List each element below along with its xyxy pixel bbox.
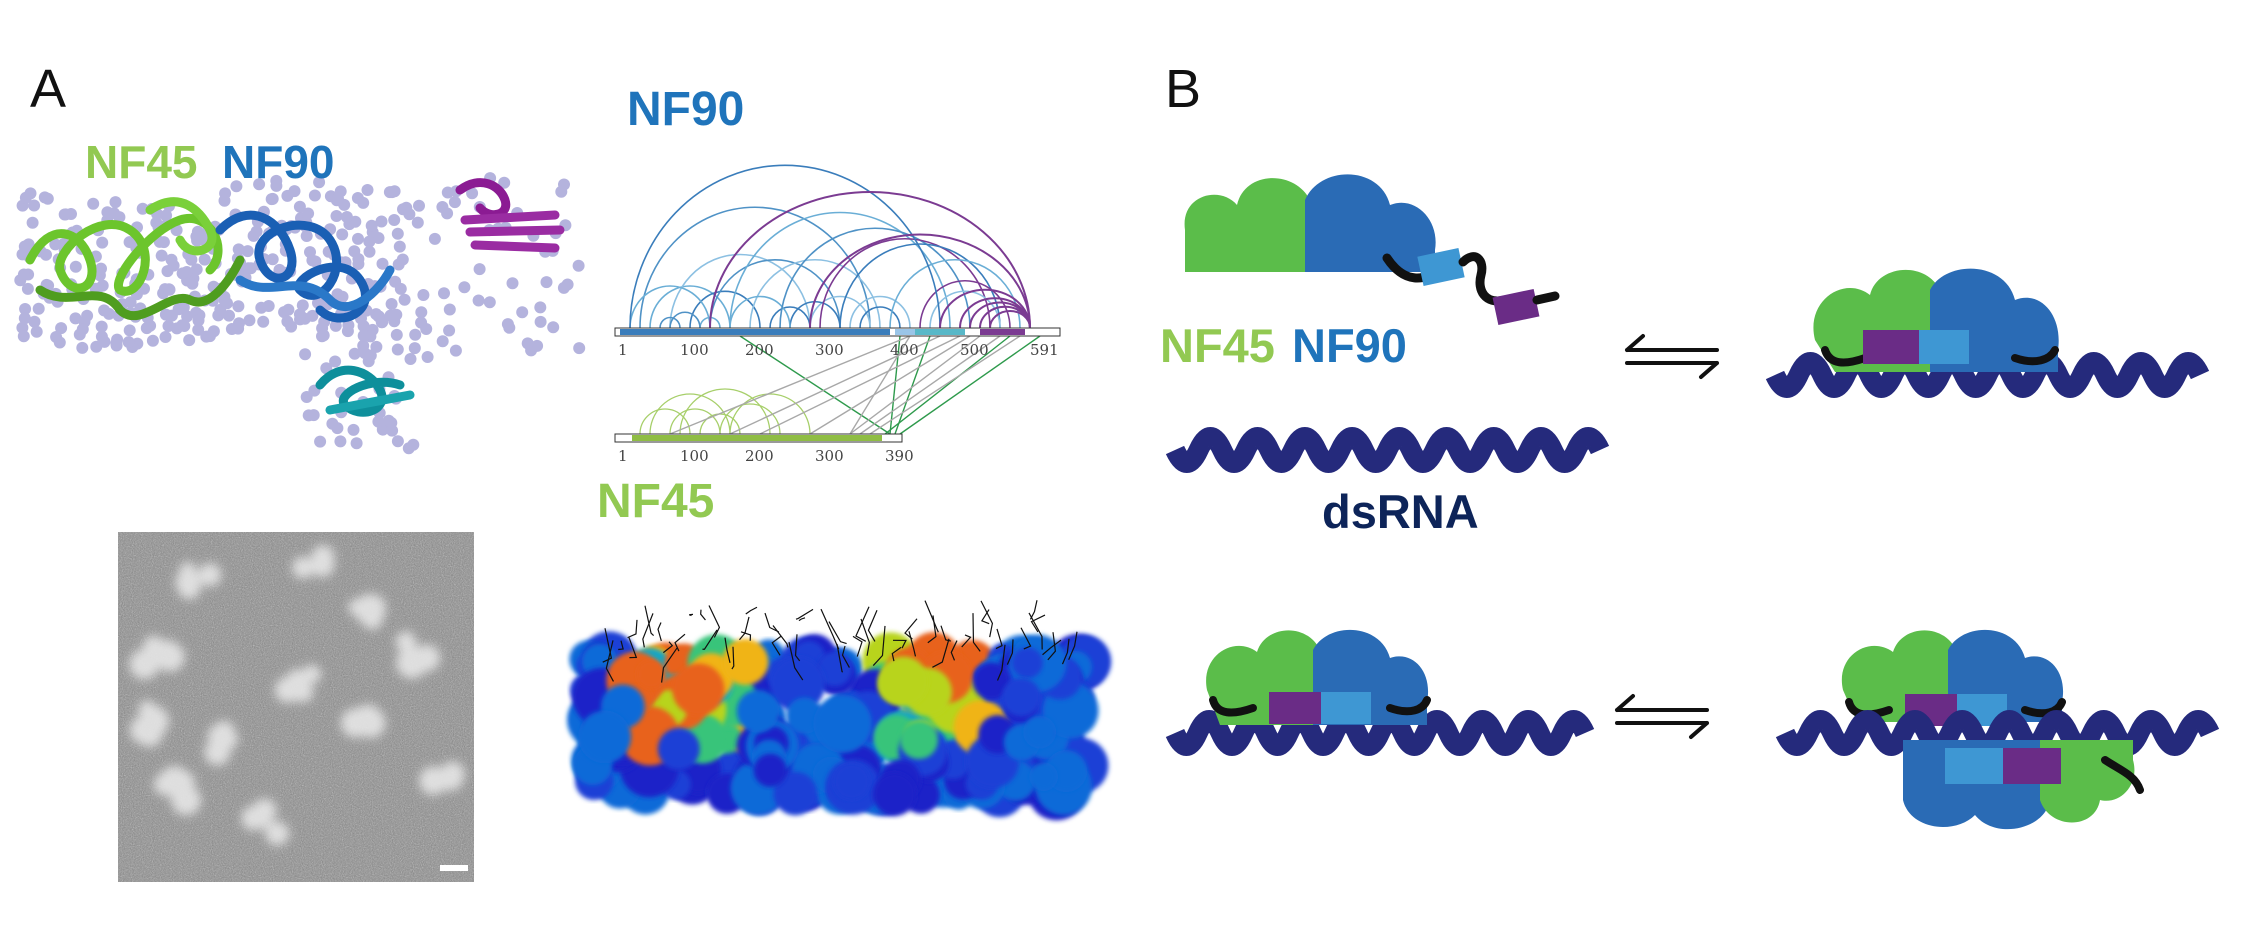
nf90-tick-label: 500 <box>960 341 989 359</box>
nf45-label-model: NF45 <box>1160 319 1275 372</box>
bound-complex-top <box>1765 268 2210 398</box>
nf45-tick-label: 100 <box>680 447 709 465</box>
nf90-tick-label: 1 <box>618 341 628 359</box>
surface-model-image <box>567 600 1112 821</box>
scale-bar-icon <box>440 865 468 871</box>
free-complex <box>1184 174 1560 326</box>
nf45-tick-label: 390 <box>885 447 914 465</box>
em-micrograph <box>118 532 474 882</box>
nf90-tick-label: 100 <box>680 341 709 359</box>
panel-letter-a: A <box>30 59 67 119</box>
bound-complex-bottom-left <box>1165 629 1595 756</box>
equilibrium-arrows-icon <box>1615 694 1709 739</box>
nf45-label-crosslink: NF45 <box>597 475 715 528</box>
nf90-tick-label: 400 <box>890 341 919 359</box>
nf90-sequence-bar <box>614 327 1061 337</box>
dsrna-alone <box>1165 427 1610 473</box>
dsrna-label: dsRNA <box>1322 485 1479 538</box>
panel-letter-b: B <box>1165 59 1202 119</box>
crosslink-map: 1 100 200 300 400 500 591 1 100 200 300 390 <box>614 164 1061 465</box>
nf45-tick-label: 300 <box>815 447 844 465</box>
nf90-label-crosslink: NF90 <box>627 83 745 136</box>
bound-complex-bottom-right <box>1775 629 2220 830</box>
equilibrium-arrows-icon <box>1625 334 1719 379</box>
nf90-tick-label: 300 <box>815 341 844 359</box>
nf45-tick-label: 200 <box>745 447 774 465</box>
nf90-label-structure: NF90 <box>222 136 335 188</box>
nf90-label-model: NF90 <box>1292 319 1407 372</box>
nf45-label-structure: NF45 <box>85 136 198 188</box>
crystal-structure-image <box>14 172 586 455</box>
binding-model-diagram <box>1165 174 2220 830</box>
nf90-tick-label: 591 <box>1030 341 1059 359</box>
nf45-tick-label: 1 <box>618 447 628 465</box>
nf90-tick-label: 200 <box>745 341 774 359</box>
nf45-sequence-bar <box>614 433 903 443</box>
